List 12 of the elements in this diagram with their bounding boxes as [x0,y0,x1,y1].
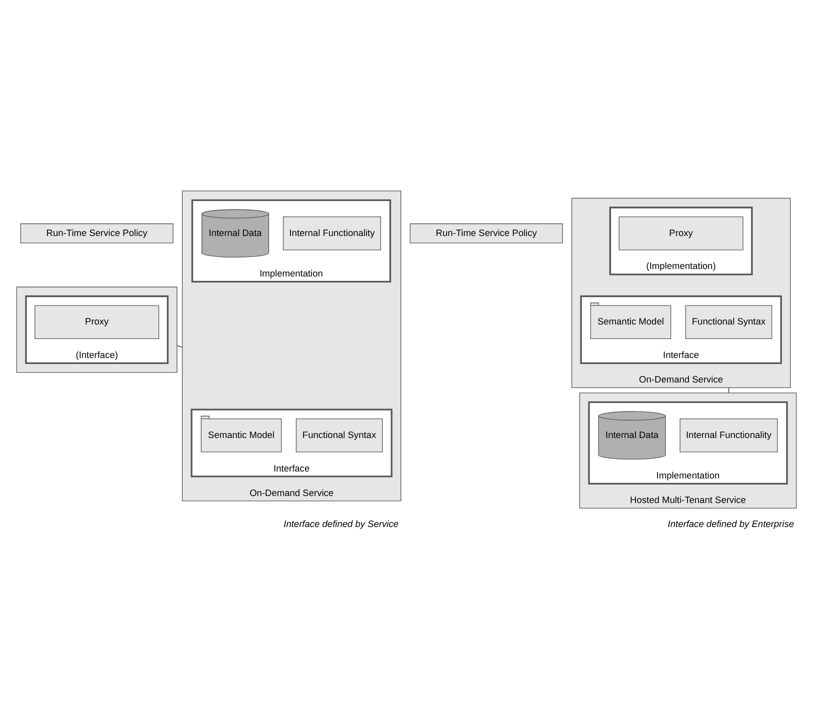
node-box: Internal Functionality [680,418,778,452]
node-box: Functional Syntax [685,304,772,338]
cluster [16,286,178,372]
label: Interface defined by Enterprise [668,518,794,529]
node-box: Proxy [34,304,160,338]
node-box: Run-Time Service Policy [20,222,174,243]
label: Interface defined by Service [284,518,398,529]
node-box: Run-Time Service Policy [410,222,563,243]
node-box: Internal Functionality [282,216,381,250]
node-box: Proxy [618,216,744,250]
node-box: Functional Syntax [296,418,383,452]
connector [176,344,183,348]
